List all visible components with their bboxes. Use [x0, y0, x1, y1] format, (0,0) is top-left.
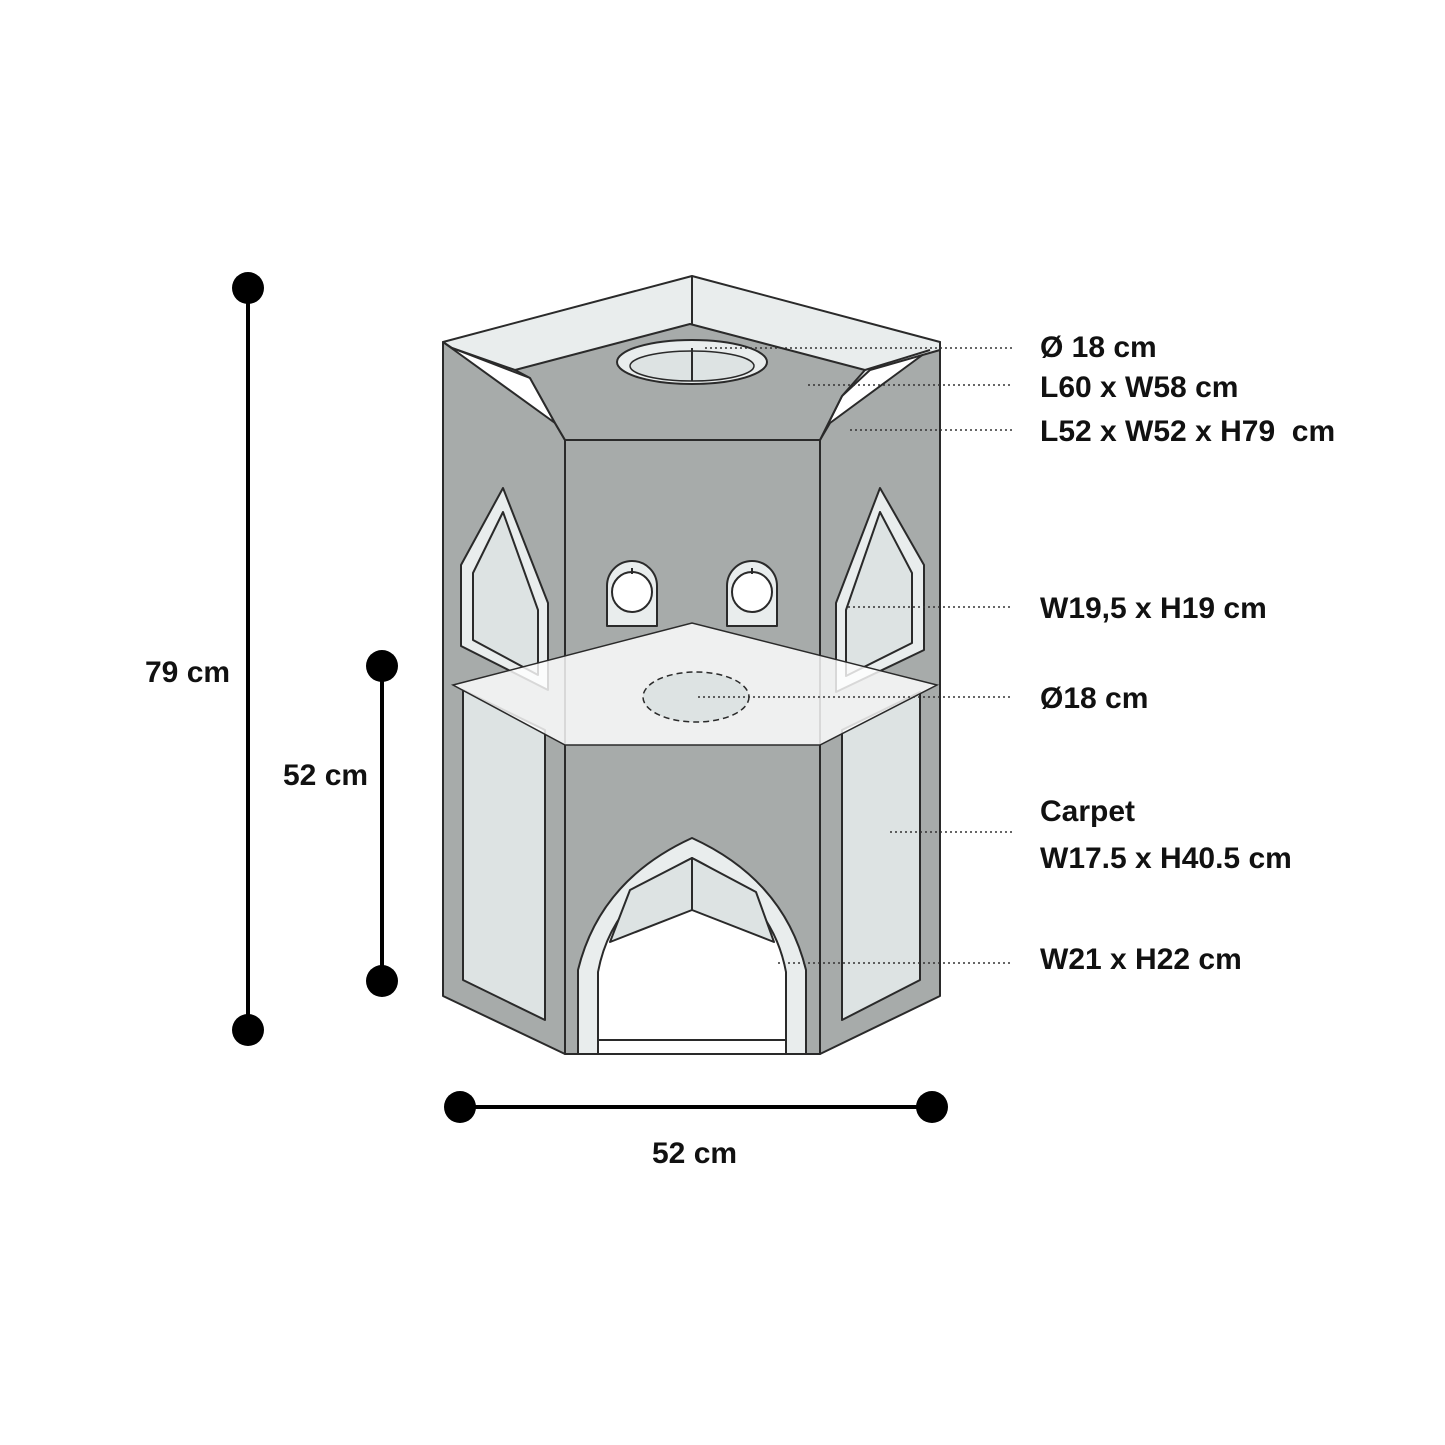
left-window — [460, 487, 549, 691]
top-platform-label: L60 x W58 cm — [1040, 371, 1238, 404]
platform-height-label: 52 cm — [283, 759, 368, 792]
entrance-arch — [577, 837, 807, 1055]
front-peep-holes — [606, 560, 778, 627]
left-carpet-panel — [462, 689, 546, 1021]
carpet-title-label: Carpet — [1040, 795, 1135, 828]
base-width-label: 52 cm — [652, 1137, 737, 1170]
middle-platform — [450, 622, 940, 746]
right-carpet-panel — [841, 691, 921, 1021]
total-height-label: 79 cm — [145, 656, 230, 689]
overall-size-label: L52 x W52 x H79 cm — [1040, 415, 1335, 448]
carpet-size-label: W17.5 x H40.5 cm — [1040, 842, 1292, 875]
leader-lines — [698, 347, 1012, 964]
mid-hole-label: Ø18 cm — [1040, 682, 1148, 715]
dimension-lines — [232, 272, 948, 1123]
entrance-size-label: W21 x H22 cm — [1040, 943, 1242, 976]
top-platform — [442, 275, 941, 441]
callout-labels: Ø 18 cm L60 x W58 cm L52 x W52 x H79 cm … — [1040, 331, 1335, 976]
top-hole-label: Ø 18 cm — [1040, 331, 1157, 364]
window-size-label: W19,5 x H19 cm — [1040, 592, 1267, 625]
